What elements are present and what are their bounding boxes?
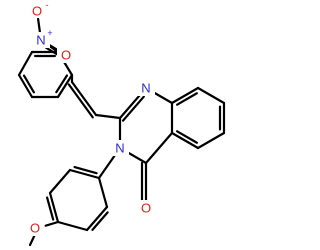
bond-r4-r5: [56, 220, 89, 232]
bond-c2-n1: [118, 92, 142, 120]
bond-layer: [17, 17, 226, 247]
methoxy-oxygen-label: O: [30, 221, 40, 236]
bond-inner-a4-a5: [22, 74, 35, 94]
bond-r5-r6: [85, 205, 109, 232]
label-mask: [57, 47, 75, 63]
nitro-oxygen-top-label: O: [32, 4, 42, 19]
bond-r2-r3: [48, 168, 72, 195]
bond-double-c2-n1: [121, 95, 145, 122]
bond-inner-r5-r6: [91, 211, 109, 231]
bond-r4-oM: [44, 220, 60, 227]
bond-inner-r3-r4: [46, 196, 55, 221]
label-mask: [26, 220, 44, 236]
label-mask: [111, 140, 129, 156]
molecule-structure: O - N + O N N O O: [17, 0, 226, 247]
bond-b4-c4a: [170, 131, 200, 150]
bond-r3-r4: [48, 191, 60, 224]
bond-r1-r2: [68, 168, 101, 180]
bond-c4a-c4: [144, 131, 174, 165]
nitro-nitrogen-charge: +: [47, 28, 52, 38]
carbonyl-oxygen-label: O: [141, 201, 151, 216]
bond-n3-r1: [97, 153, 117, 180]
bond-oM-me: [28, 234, 36, 247]
bond-inner-c8a-b1: [176, 92, 198, 106]
bond-a2-a3: [56, 73, 74, 99]
label-mask: [29, 2, 47, 18]
bond-b1-b2: [196, 86, 226, 105]
bond-v1-v2: [70, 80, 98, 117]
nitro-nitrogen-label: N: [36, 33, 45, 48]
bond-inner-b4-c4a: [176, 130, 198, 144]
bond-a4-a5: [17, 73, 34, 99]
bond-c8a-b1: [170, 86, 200, 105]
bond-a5-a6: [17, 50, 34, 77]
bond-inner-r1-r2: [73, 166, 98, 175]
bond-c4-n3: [125, 150, 148, 165]
atom-label-layer: O - N + O N N O O: [26, 0, 155, 236]
label-mask: [32, 32, 50, 48]
nitro-oxygen-charge: -: [46, 0, 49, 10]
bond-double-nN-nO2: [44, 46, 59, 56]
bond-r6-r1: [97, 176, 109, 209]
bond-inner-a2-a3: [55, 74, 69, 94]
quinazoline-n3-label: N: [115, 141, 124, 156]
bond-double-v1-v2: [67, 83, 94, 119]
bond-b3-b4: [196, 131, 226, 150]
bond-n1-c8a: [151, 90, 174, 105]
quinazoline-n1-label: N: [141, 81, 150, 96]
nitro-oxygen-right-label: O: [61, 48, 71, 63]
bond-nN-nO1: [36, 17, 42, 34]
label-mask: [137, 200, 155, 216]
label-mask: [137, 80, 155, 96]
bond-v2-c2: [94, 113, 122, 120]
